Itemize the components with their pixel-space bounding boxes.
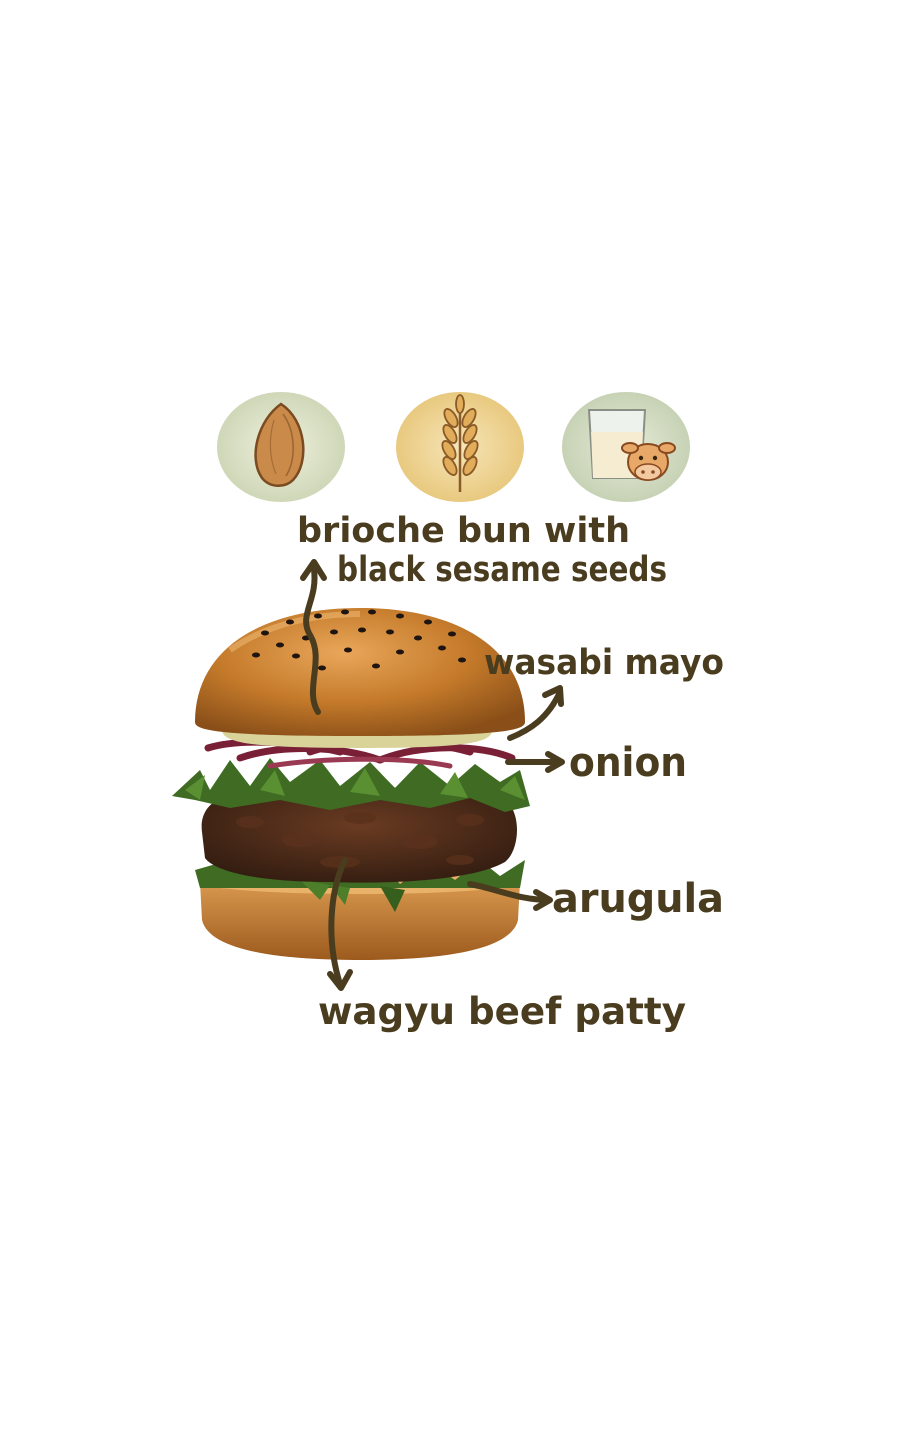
milk-icon xyxy=(562,392,690,502)
allergen-icons xyxy=(217,392,690,502)
wasabi-pointer-head xyxy=(542,685,564,707)
wasabi-mayo-label: wasabi mayo xyxy=(484,643,724,683)
bun-label-line1: brioche bun with xyxy=(297,511,630,551)
patty-pointer-head xyxy=(327,969,353,991)
wheat-icon xyxy=(396,392,524,502)
arugula-label: arugula xyxy=(552,876,724,922)
bun-pointer-head xyxy=(300,559,327,581)
top-bun xyxy=(195,608,525,736)
arugula-pointer xyxy=(467,881,551,903)
top-arugula xyxy=(172,758,530,812)
almond-icon xyxy=(217,392,345,502)
onion-pointer-head xyxy=(545,751,565,773)
patty-pointer xyxy=(328,857,348,987)
sesame-seeds xyxy=(252,609,466,671)
wagyu-patty xyxy=(201,787,518,883)
bun-pointer xyxy=(303,567,321,715)
pointer-lines xyxy=(300,559,565,991)
patty-label: wagyu beef patty xyxy=(318,990,686,1033)
onion-label: onion xyxy=(569,740,687,786)
cow-icon xyxy=(621,442,676,481)
arugula-pointer-head xyxy=(533,889,553,911)
wasabi-pointer xyxy=(507,689,563,741)
ingredient-labels: brioche bun with black sesame seeds wasa… xyxy=(297,511,724,1033)
bun-label-line2: black sesame seeds xyxy=(337,550,667,590)
burger-illustration xyxy=(172,608,530,960)
